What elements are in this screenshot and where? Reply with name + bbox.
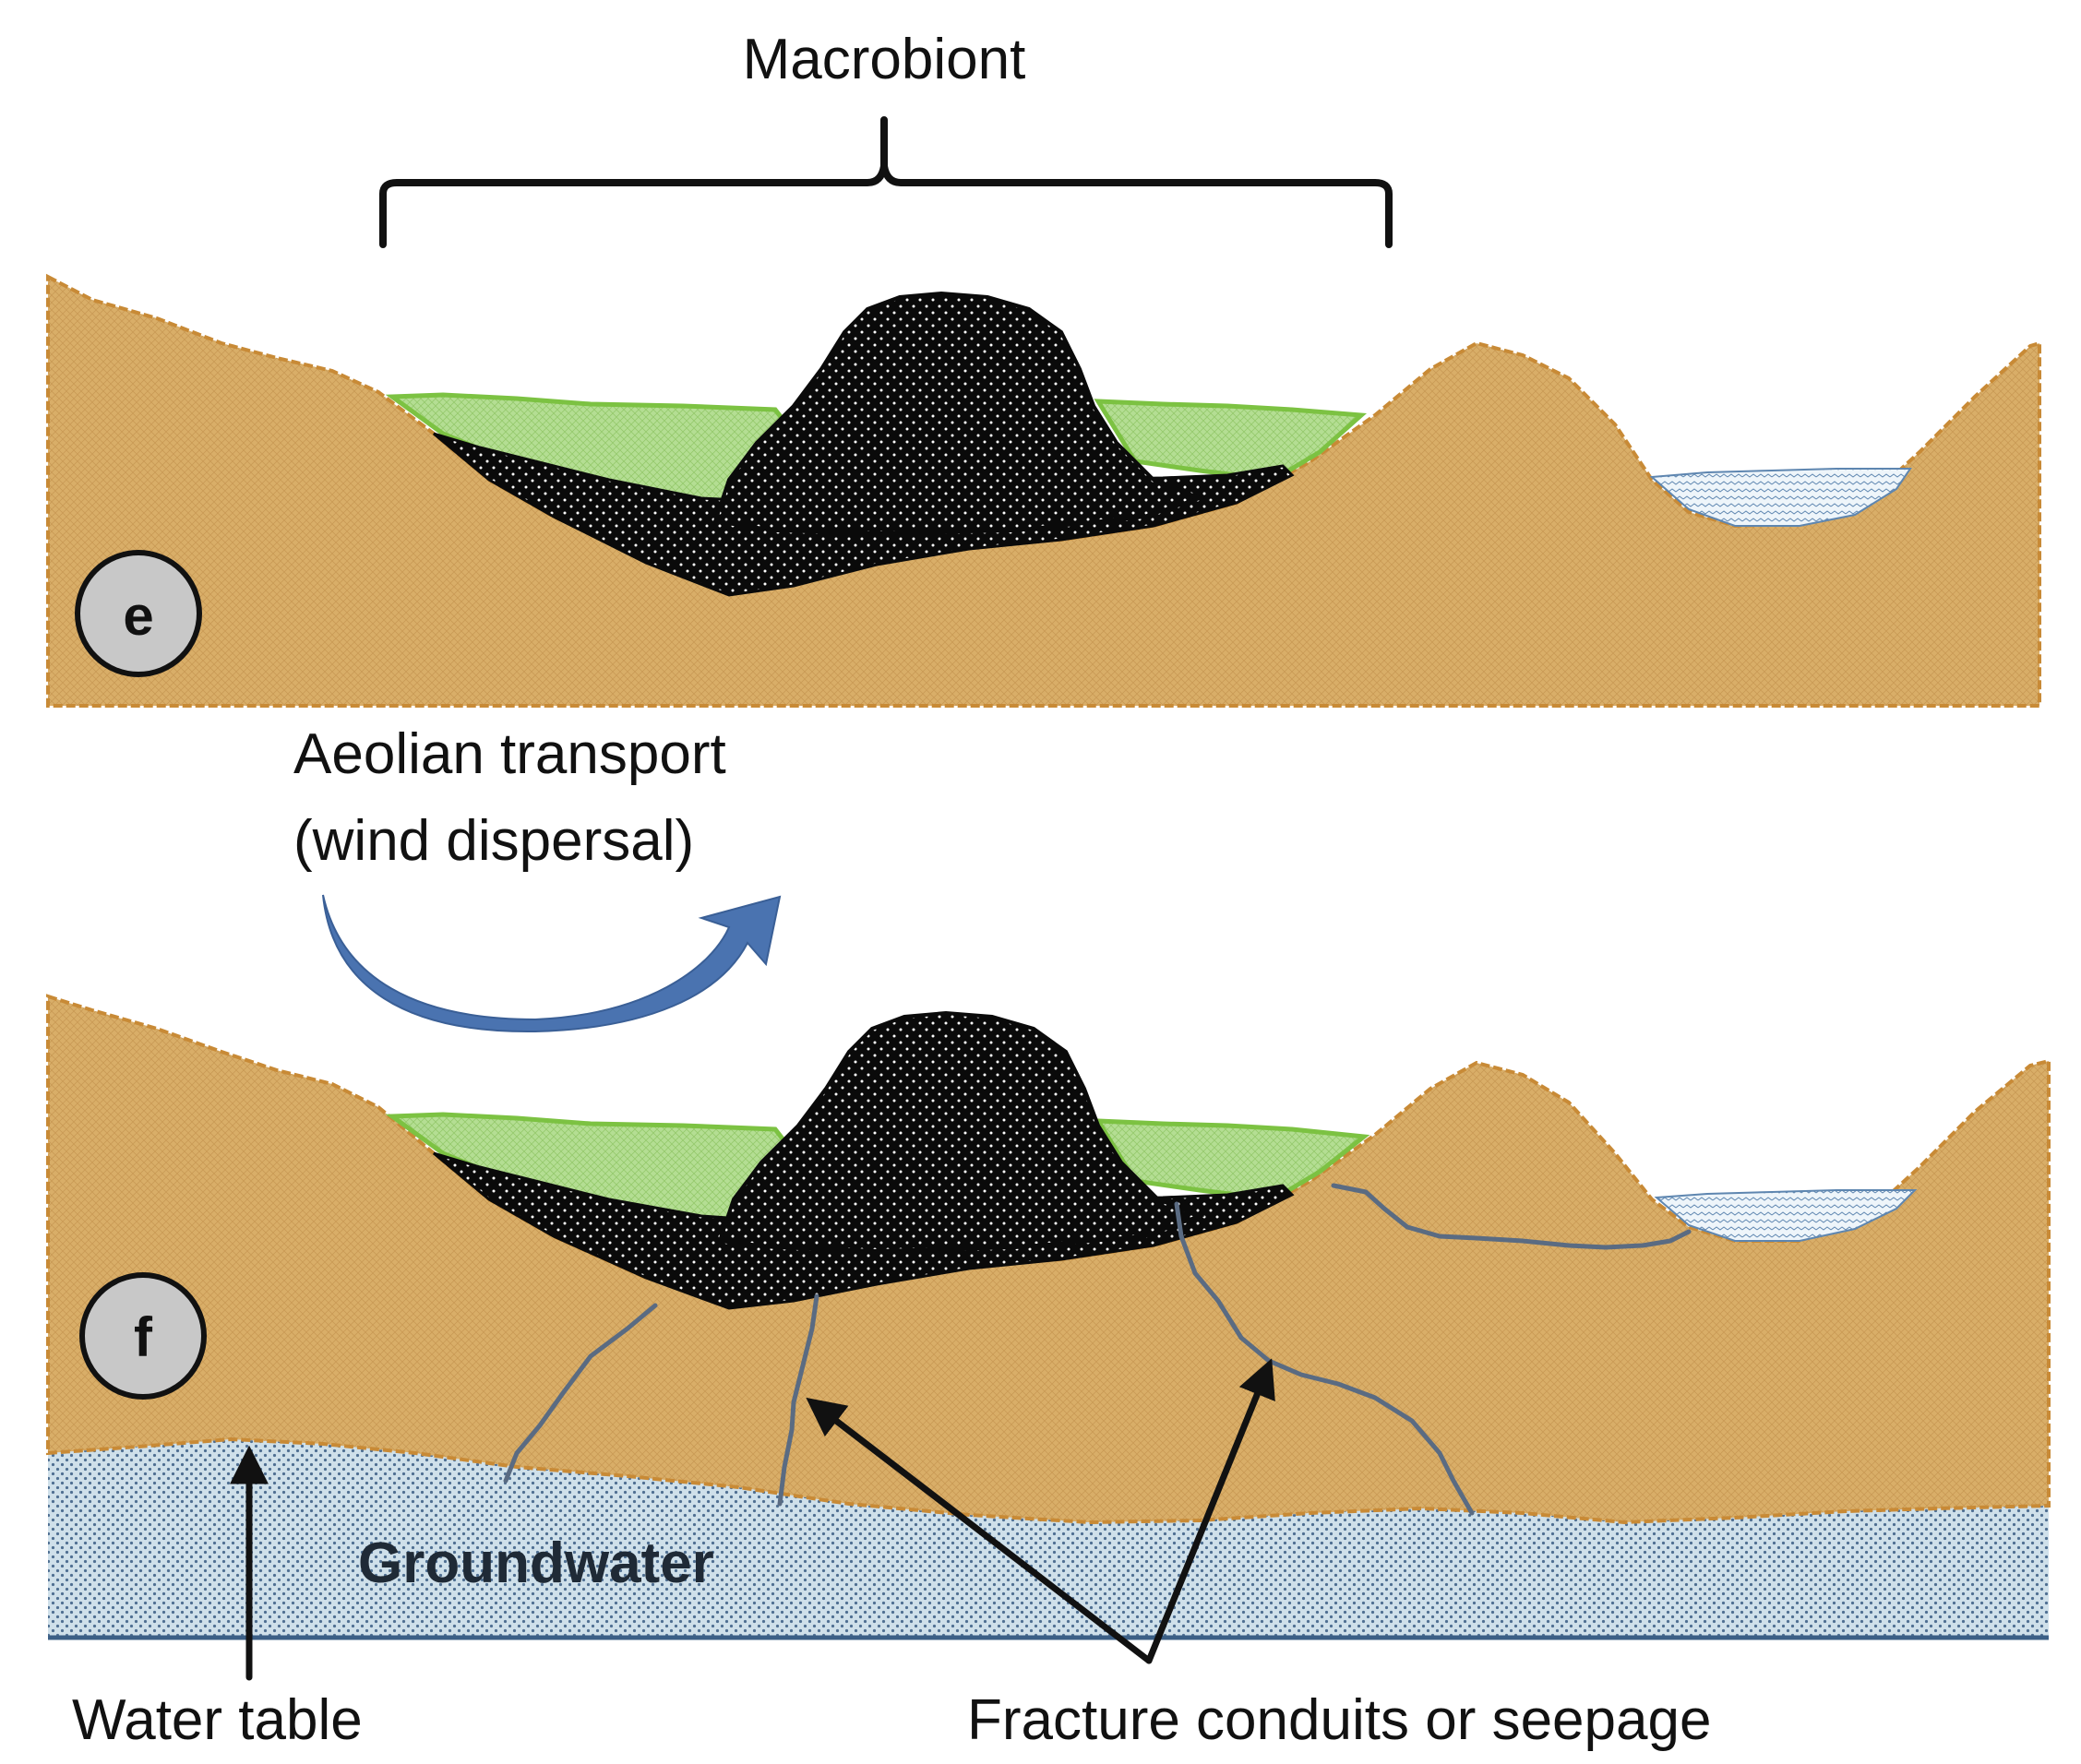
water-table-label: Water table <box>72 1688 363 1752</box>
fracture-conduits <box>503 1183 1692 1516</box>
macrobiont-mound-f <box>717 1010 1205 1254</box>
aeolian-label-line2: (wind dispersal) <box>293 809 694 873</box>
panel-badge-e-text: e <box>123 585 153 647</box>
panel-f: f Groundwater <box>46 994 2051 1640</box>
soil-terrain-e <box>46 273 2041 708</box>
panel-badge-e <box>75 550 202 677</box>
fracture-line-3 <box>1174 1201 1475 1516</box>
vegetation-right-e <box>1094 399 1368 483</box>
fracture-line-1 <box>503 1303 658 1484</box>
macrobiont-bracket <box>379 116 1393 248</box>
vegetation-right-f <box>1094 1118 1370 1202</box>
fracture-label: Fracture conduits or seepage <box>967 1688 1711 1752</box>
pond-f <box>1654 1189 1918 1242</box>
groundwater-label: Groundwater <box>358 1532 714 1595</box>
pointer-arrows <box>230 1358 1275 1681</box>
macrobiont-label: Macrobiont <box>743 28 1026 91</box>
groundwater-layer <box>48 1439 2049 1638</box>
fracture-arrow-left <box>806 1397 1153 1664</box>
fracture-line-4 <box>1331 1183 1692 1250</box>
panel-e: e <box>46 273 2041 708</box>
pond-e <box>1649 468 1912 527</box>
macrobiont-mound-e <box>712 291 1205 536</box>
fracture-line-2 <box>777 1293 819 1507</box>
wind-dispersal-arrow-icon <box>322 894 782 1033</box>
aeolian-label-line1: Aeolian transport <box>293 722 726 786</box>
fracture-arrow-right <box>1145 1358 1275 1664</box>
panel-badge-f-text: f <box>134 1306 153 1368</box>
panel-badge-f <box>79 1272 207 1400</box>
